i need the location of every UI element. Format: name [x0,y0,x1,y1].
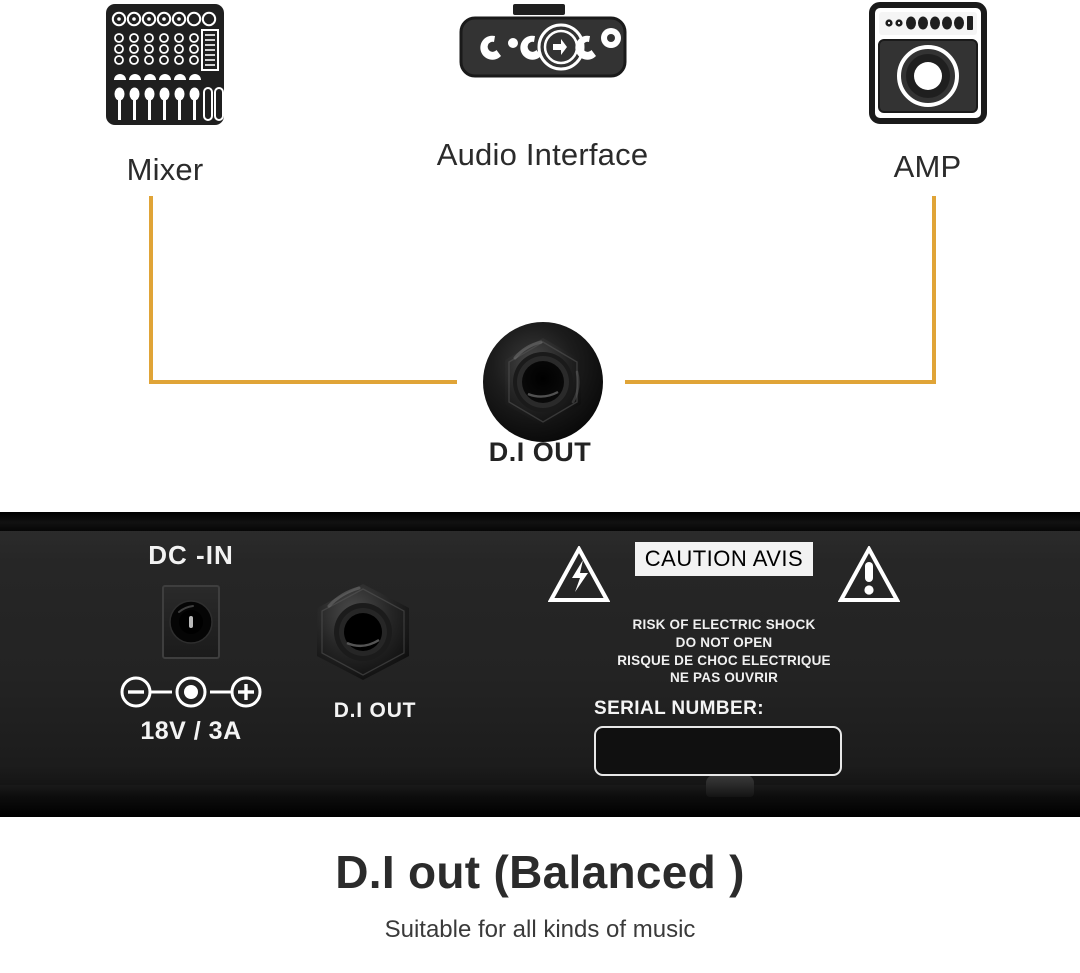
caution-row: CAUTION AVIS [547,542,901,609]
center-di-out-label: D.I OUT [488,437,592,467]
quarter-inch-jack-icon [481,320,605,449]
serial-number-label: SERIAL NUMBER: [594,698,764,720]
connector-line-mixer-horizontal [149,380,457,384]
center-positive-polarity-icon [120,676,262,708]
caution-line: DO NOT OPEN [675,634,773,650]
panel-bottom-bezel [0,785,1080,817]
caution-banner: CAUTION AVIS [634,542,814,576]
device-node-amp: AMP [760,2,1080,182]
dc-in-title: DC -IN [148,540,234,570]
panel-screw-tab [706,775,754,797]
connection-diagram: Mixer [0,2,1080,467]
rear-panel-photo: DC -IN [0,512,1080,817]
quarter-inch-jack-icon [305,580,445,689]
device-node-mixer: Mixer [0,2,330,185]
serial-number-group: SERIAL NUMBER: [548,698,900,777]
panel-di-out-label: D.I OUT [333,699,417,722]
audio-interface-icon [443,2,643,97]
caption-subtitle: Suitable for all kinds of music [384,916,696,943]
panel-di-out-group: D.I OUT [305,580,445,723]
dc-in-rating: 18V / 3A [140,717,242,745]
caution-line: RISQUE DE CHOC ELECTRIQUE [617,652,831,668]
connector-line-amp-vertical [932,196,936,384]
caution-line: NE PAS OUVRIR [669,670,779,686]
device-label-audio-interface: Audio Interface [436,137,649,172]
connector-line-mixer-vertical [149,196,153,384]
amp-icon [867,2,989,129]
caption-title: D.I out (Balanced ) [335,846,745,898]
device-node-audio-interface: Audio Interface [375,2,710,170]
dc-barrel-jack-icon [162,585,220,659]
lightning-bolt-warning-icon [547,544,611,609]
device-label-mixer: Mixer [126,152,204,187]
center-di-out-jack [481,320,605,444]
dc-in-group: DC -IN [96,540,286,746]
serial-number-box [594,726,842,777]
connector-line-amp-horizontal [625,380,936,384]
caption-block: D.I out (Balanced ) Suitable for all kin… [0,845,1080,944]
panel-top-bezel [0,512,1080,531]
exclamation-warning-icon [837,544,901,609]
caution-block: CAUTION AVIS RISK OF ELECTRIC SHOCK DO N… [547,542,901,777]
caution-line: RISK OF ELECTRIC SHOCK [632,617,816,632]
mixer-icon [100,2,230,132]
caution-lines: RISK OF ELECTRIC SHOCK DO NOT OPEN RISQU… [548,616,900,687]
device-label-amp: AMP [893,149,962,184]
panel-face [0,530,1080,798]
